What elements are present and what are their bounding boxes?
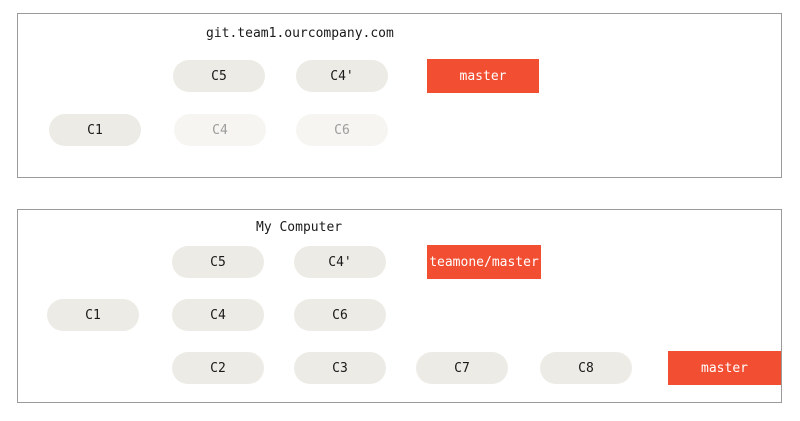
remote-server-panel xyxy=(17,13,782,178)
commit-c4-prime-remote: C4' xyxy=(296,60,388,92)
local-computer-panel xyxy=(17,209,782,403)
commit-c4-prime-local: C4' xyxy=(294,246,386,278)
commit-c1-remote: C1 xyxy=(49,114,141,146)
commit-c3-local: C3 xyxy=(294,352,386,384)
commit-c4-remote-faded: C4 xyxy=(174,114,266,146)
commit-c8-local: C8 xyxy=(540,352,632,384)
commit-c6-local: C6 xyxy=(294,299,386,331)
commit-c5-local: C5 xyxy=(172,246,264,278)
branch-master-remote: master xyxy=(427,59,539,93)
commit-c2-local: C2 xyxy=(172,352,264,384)
commit-c4-local: C4 xyxy=(172,299,264,331)
commit-c5-remote: C5 xyxy=(173,60,265,92)
commit-c7-local: C7 xyxy=(416,352,508,384)
local-computer-title: My Computer xyxy=(256,220,343,235)
branch-teamone-master: teamone/master xyxy=(427,245,541,279)
remote-server-title: git.team1.ourcompany.com xyxy=(206,26,394,41)
commit-c6-remote-faded: C6 xyxy=(296,114,388,146)
commit-c1-local: C1 xyxy=(47,299,139,331)
branch-master-local: master xyxy=(668,351,781,385)
